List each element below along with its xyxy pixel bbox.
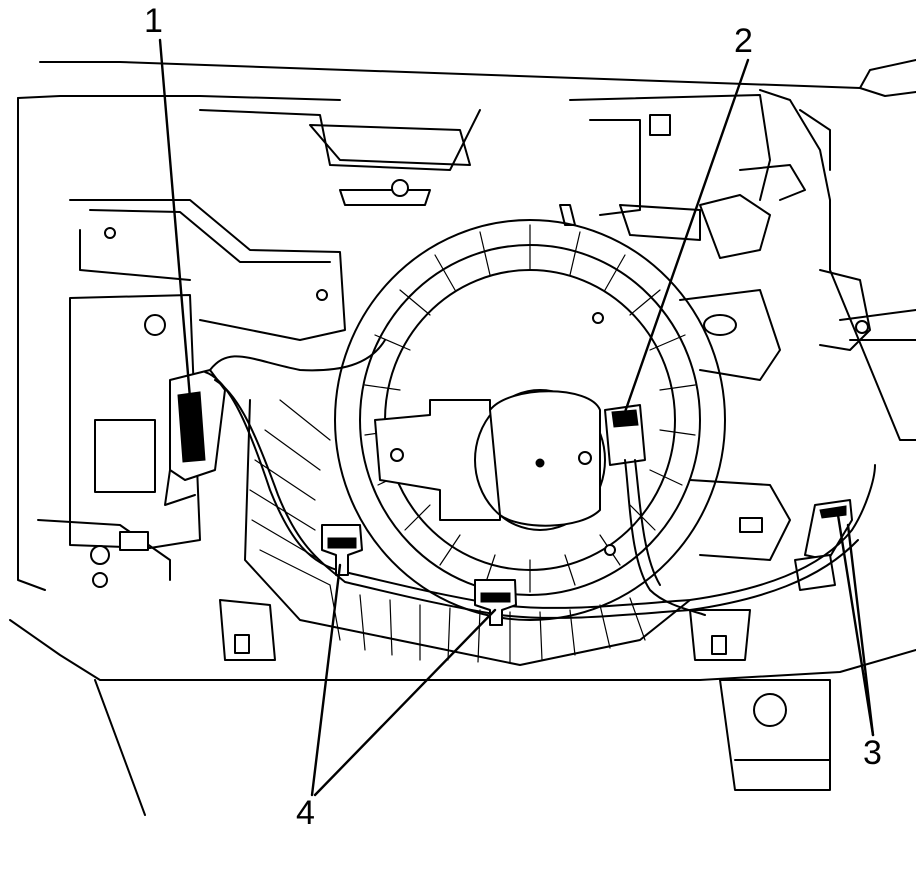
callout-label-2: 2	[734, 22, 753, 60]
callout-label-1: 1	[144, 2, 163, 40]
connectors	[164, 369, 853, 591]
callout-label-3: 3	[863, 734, 882, 772]
callout-label-4: 4	[296, 794, 315, 832]
leader-line-4b	[313, 608, 497, 797]
leader-line-3b	[846, 523, 875, 737]
leader-line-4a	[310, 563, 342, 797]
blower-wheel	[244, 204, 726, 666]
wire-harness	[204, 339, 876, 626]
leader-line-3a	[836, 513, 875, 737]
leader-line-2	[623, 58, 750, 414]
hvac-housing	[9, 59, 916, 816]
leader-lines	[158, 38, 875, 797]
leader-line-1	[158, 38, 192, 400]
